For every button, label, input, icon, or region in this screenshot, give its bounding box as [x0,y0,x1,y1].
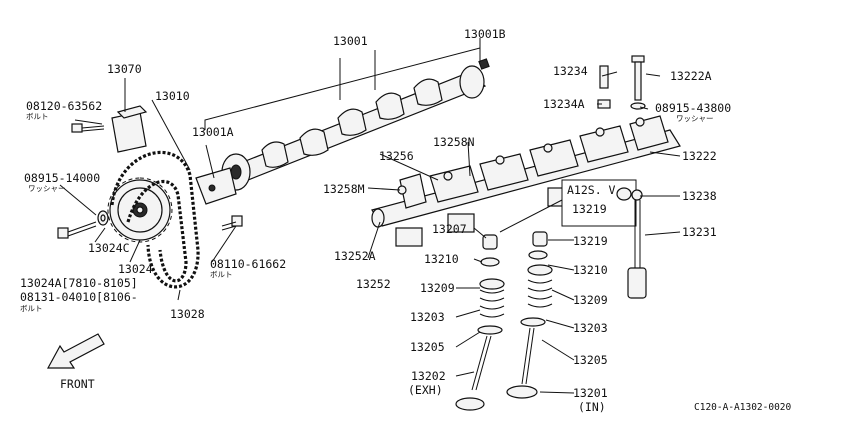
camshaft-bracket-lines [204,38,481,130]
label-08120-sub: ボルト [26,112,49,121]
label-13252: 13252 [356,277,391,291]
label-08915-14000-sub: ワッシャー [28,184,66,193]
bolt-13222A [630,55,646,110]
label-13024A: 13024A[7810-8105] [20,276,138,290]
label-13201-sub: (IN) [578,400,606,414]
label-13209-right: 13209 [573,293,608,307]
sprocket-13024 [107,177,173,243]
label-08110-61662: 08110-61662 [210,257,286,271]
label-13203-right: 13203 [573,321,608,335]
label-13238: 13238 [682,189,717,203]
label-13231: 13231 [682,225,717,239]
diagram-code: C120-A-A1302-0020 [694,402,792,413]
label-13234A: 13234A [543,97,585,111]
label-13010: 13010 [155,89,190,103]
label-13024C: 13024C [88,241,130,255]
label-13222A: 13222A [670,69,712,83]
bolt-08110 [221,215,243,231]
washer-08915-14000 [97,210,109,226]
front-arrow [46,333,105,369]
label-13001: 13001 [333,34,368,48]
label-13205-left: 13205 [410,340,445,354]
label-08915-43800: 08915-43800 [655,101,731,115]
label-13210-right: 13210 [573,263,608,277]
label-13219: 13219 [573,234,608,248]
label-08915-43800-sub: ワッシャー [676,114,714,123]
camshaft-13001 [221,58,490,191]
screw-13234 [597,65,611,109]
label-13219-box: 13219 [572,202,607,216]
label-13258N: 13258N [433,135,475,149]
part-13070 [111,78,148,153]
label-13210-left: 13210 [424,252,459,266]
bolt-13024A [57,221,97,239]
rocker-shaft-assembly [371,115,681,247]
label-08131-04010: 08131-04010[8106- [20,290,138,304]
a12s-box [561,179,637,227]
label-08120-63562: 08120-63562 [26,99,102,113]
timing-chain-13028 [110,150,200,289]
label-08110-sub: ボルト [210,270,233,279]
label-13209-left: 13209 [420,281,455,295]
label-13258M: 13258M [323,182,365,196]
valve-stack-in [506,231,553,399]
labels: 13001 13001B 13070 13010 08120-63562 ボルト… [20,27,792,414]
label-08131-sub: ボルト [20,304,43,313]
label-13028: 13028 [170,307,205,321]
label-13001A: 13001A [192,125,234,139]
label-13201: 13201 [573,386,608,400]
label-13234: 13234 [553,64,588,78]
leader-lines [59,71,681,394]
label-13207: 13207 [432,222,467,236]
label-08915-14000: 08915-14000 [24,171,100,185]
label-13252A: 13252A [334,249,376,263]
thrust-plate-13001A [195,144,237,205]
label-13202-sub: (EXH) [408,383,443,397]
label-front: FRONT [60,377,95,391]
label-a12s: A12S. V [567,183,616,197]
label-13070: 13070 [107,62,142,76]
label-13202: 13202 [411,369,446,383]
label-13203-left: 13203 [410,310,445,324]
label-13256: 13256 [379,149,414,163]
pushrod-13231 [627,189,647,299]
label-13205-right: 13205 [573,353,608,367]
bolt-08120 [71,123,105,133]
label-13001B: 13001B [464,27,506,41]
valve-stack-exh [455,234,505,411]
label-13024: 13024 [118,262,153,276]
label-13222: 13222 [682,149,717,163]
